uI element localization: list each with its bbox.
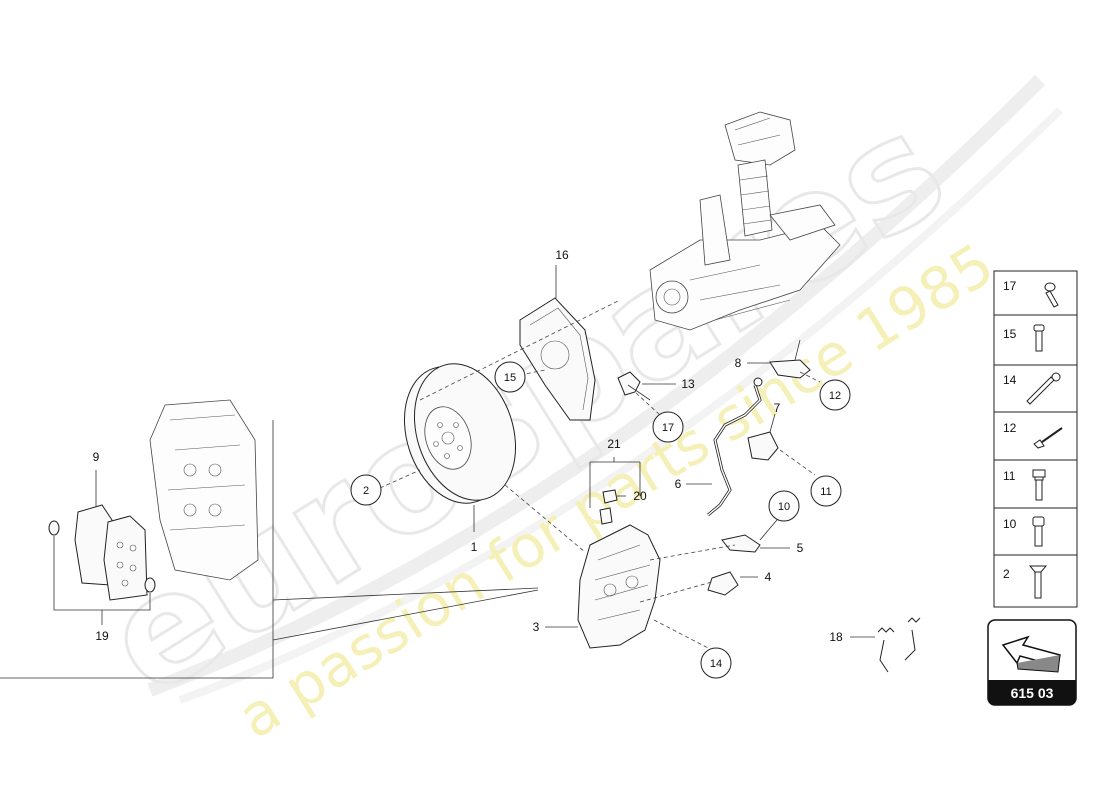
circled-callout-12: 12 — [829, 390, 841, 402]
callout-1: 1 — [471, 540, 478, 554]
direction-arrow-icon — [1001, 635, 1061, 673]
flange-bolt-icon — [1032, 469, 1046, 501]
callout-8: 8 — [735, 356, 742, 370]
page-badge: 615 03 — [987, 619, 1077, 706]
small-brackets-illustration — [707, 534, 761, 596]
circled-callouts: 2 10 11 12 14 15 17 — [350, 361, 851, 679]
bracket-illustration — [769, 339, 811, 379]
callout-7: 7 — [774, 401, 781, 415]
bleeder-valve-illustration — [599, 489, 618, 525]
socket-bolt-icon — [1032, 516, 1045, 547]
legend-number-11: 11 — [1003, 469, 1016, 483]
suspension-assembly-illustration — [649, 111, 841, 331]
long-bolt-icon — [1026, 372, 1061, 405]
circled-callout-15: 15 — [504, 372, 516, 384]
caliper-inset-illustration — [149, 399, 259, 581]
callout-3: 3 — [533, 620, 540, 634]
short-bolt-icon — [1033, 324, 1045, 352]
legend-number-15: 15 — [1003, 327, 1017, 341]
callout-19: 19 — [95, 629, 109, 643]
callout-21: 21 — [607, 437, 621, 451]
springs-illustration — [877, 617, 921, 673]
circled-callout-14: 14 — [710, 658, 722, 670]
callout-18: 18 — [829, 630, 843, 644]
callout-6: 6 — [675, 477, 682, 491]
legend-number-2: 2 — [1003, 567, 1010, 581]
circled-callout-2: 2 — [363, 485, 369, 497]
legend-number-17: 17 — [1003, 279, 1017, 293]
page-code: 615 03 — [1011, 685, 1054, 701]
callout-5: 5 — [797, 541, 804, 555]
brake-pads-illustration — [48, 504, 156, 601]
callout-9: 9 — [93, 450, 100, 464]
brake-disc-illustration — [403, 299, 621, 504]
clip-illustration — [747, 431, 779, 461]
rivet-icon — [1033, 427, 1063, 449]
callout-20: 20 — [633, 489, 647, 503]
legend-number-14: 14 — [1003, 373, 1017, 387]
callout-4: 4 — [765, 570, 772, 584]
dust-shield-illustration — [519, 297, 596, 421]
fastener-legend: 17 15 14 12 11 10 2 — [993, 270, 1078, 608]
callout-16: 16 — [555, 248, 569, 262]
dashed-leaders — [379, 369, 821, 651]
callout-labels: 1 3 4 5 6 7 8 9 13 16 18 19 20 21 — [93, 248, 843, 644]
legend-number-10: 10 — [1003, 517, 1017, 531]
callout-13: 13 — [681, 377, 695, 391]
circled-callout-10: 10 — [778, 501, 790, 513]
legend-number-12: 12 — [1003, 421, 1017, 435]
circled-callout-11: 11 — [820, 486, 831, 498]
inset-frame — [0, 420, 539, 679]
countersunk-screw-icon — [1028, 565, 1048, 599]
bolt-icon — [1044, 282, 1059, 308]
caliper-illustration — [577, 524, 661, 649]
circled-callout-17: 17 — [662, 422, 674, 434]
brake-hose-illustration — [707, 377, 763, 517]
wear-sensor-illustration — [617, 371, 651, 401]
